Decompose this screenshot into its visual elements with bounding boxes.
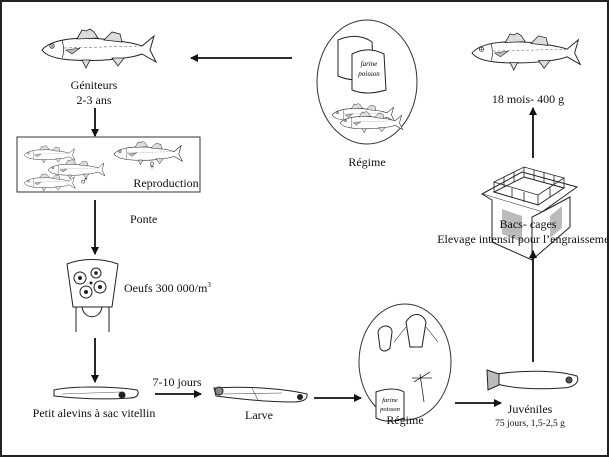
- bag-label-top-2: poisson: [357, 70, 380, 78]
- diet-top-label: Régime: [348, 155, 386, 169]
- female-symbol: ♀: [147, 157, 157, 172]
- juveniles-label: Juvéniles: [507, 402, 553, 416]
- duration-label: 7-10 jours: [152, 375, 202, 389]
- reproduction-label: Reproduction: [133, 176, 199, 190]
- juveniles-sublabel: 75 jours, 1,5-2,5 g: [495, 419, 565, 429]
- cage-tank-illustration: [480, 166, 579, 261]
- bag-label-top: farine: [361, 60, 378, 68]
- diet-bottom-label: Régime: [386, 413, 424, 427]
- broodstock-label: Géniteurs: [70, 78, 118, 92]
- larva-label: Larve: [245, 408, 273, 422]
- diet-circle-top: [316, 19, 418, 145]
- eggs-density: Oeufs 300 000/m: [124, 281, 208, 295]
- adult-label: 18 mois- 400 g: [491, 92, 565, 106]
- reproduction-box: [16, 136, 201, 193]
- male-symbol: ♂: [79, 173, 89, 188]
- larva-illustration: [213, 386, 308, 403]
- egg-incubator-illustration: [66, 259, 119, 332]
- cages-sublabel: Elevage intensif pour l’engraissement: [437, 232, 609, 246]
- yolk-sac-larva-label: Petit alevins à sac vitellin: [32, 406, 156, 420]
- spawning-label: Ponte: [130, 212, 158, 226]
- broodstock-fish-illustration: [41, 28, 157, 69]
- diet-circle-bottom: [358, 303, 452, 422]
- bag-label-bottom: farine: [382, 397, 398, 404]
- adult-fish-illustration: [471, 32, 581, 71]
- broodstock-age: 2-3 ans: [76, 93, 112, 107]
- eggs-exponent: 3: [207, 281, 211, 289]
- yolk-sac-larva-illustration: [53, 386, 139, 400]
- juvenile-fish-illustration: [486, 369, 579, 391]
- eggs-label: Oeufs 300 000/m3: [124, 278, 211, 295]
- cages-label: Bacs- cages: [499, 217, 557, 231]
- bag-label-bottom-2: poisson: [379, 406, 400, 413]
